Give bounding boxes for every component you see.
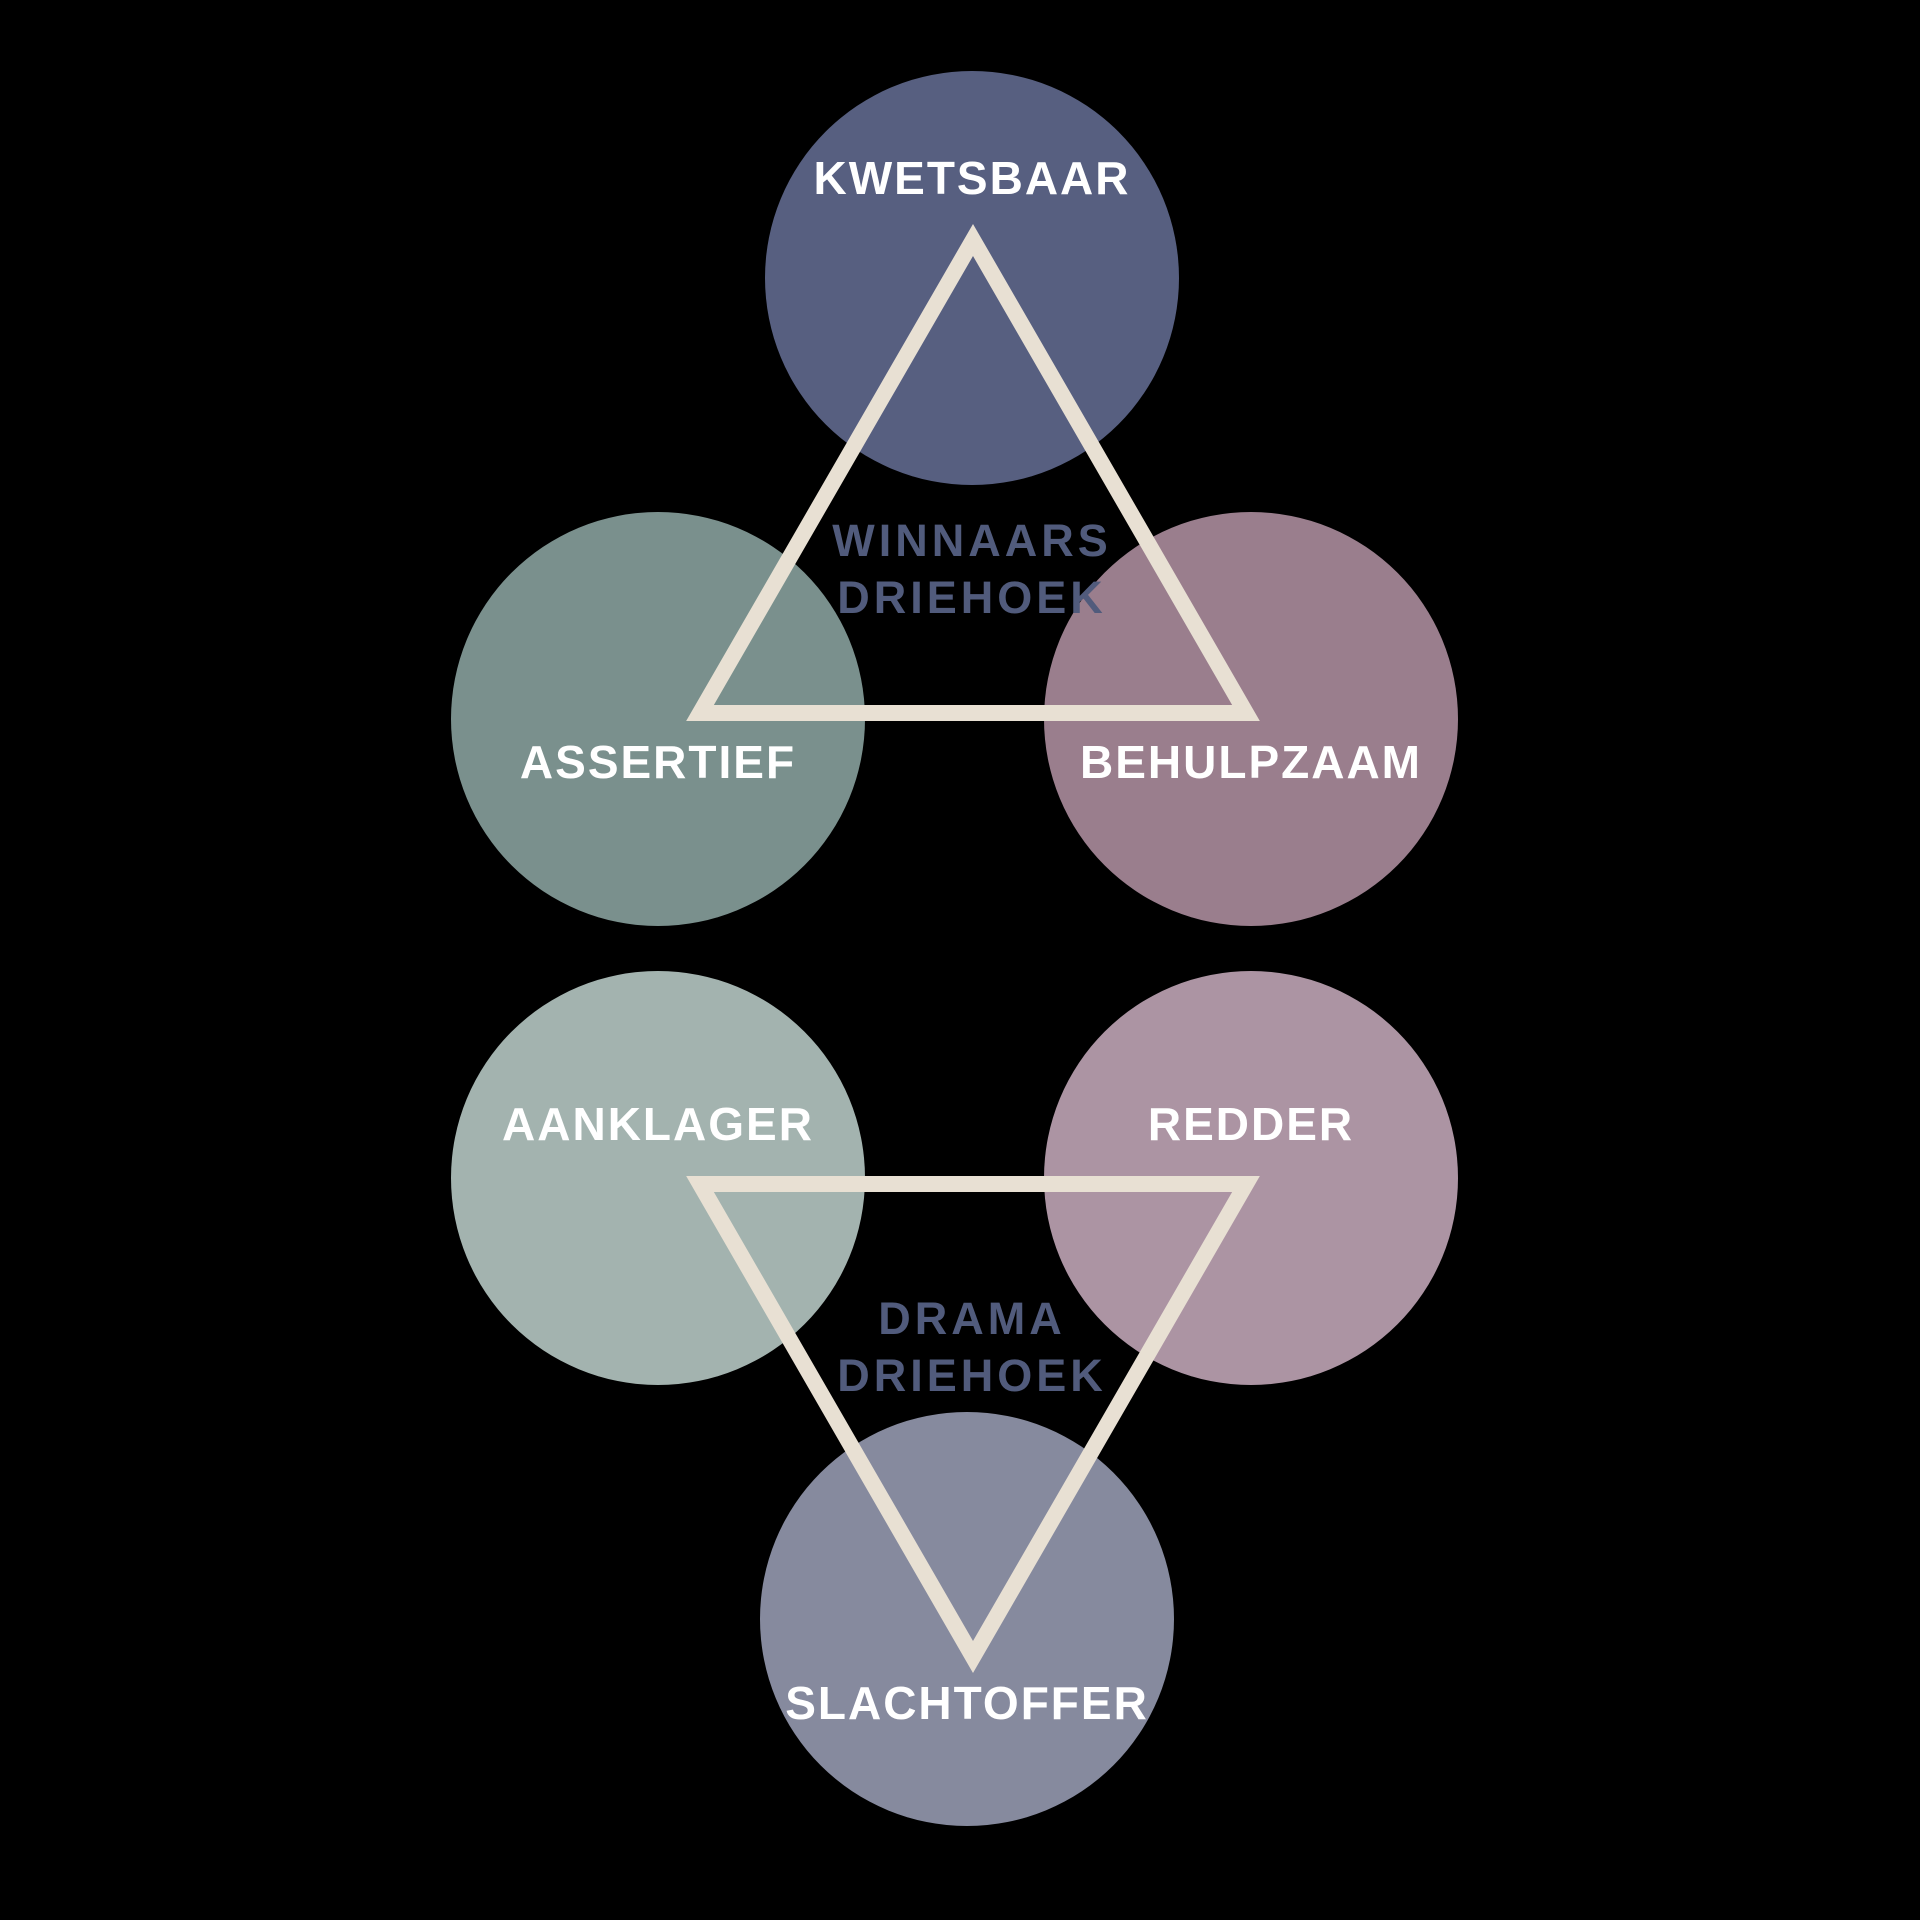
drama-caption-line2: DRIEHOEK (837, 1350, 1107, 1401)
node-kwetsbaar: KWETSBAAR (765, 71, 1179, 485)
drama-caption-line1: DRAMA (878, 1293, 1066, 1344)
node-kwetsbaar-label: KWETSBAAR (813, 152, 1131, 204)
node-assertief-label: ASSERTIEF (519, 736, 797, 788)
node-slachtoffer-label: SLACHTOFFER (785, 1677, 1149, 1729)
winnaars-caption: WINNAARS DRIEHOEK (672, 512, 1272, 626)
node-aanklager-label: AANKLAGER (502, 1098, 814, 1150)
winnaars-caption-line2: DRIEHOEK (837, 572, 1107, 623)
winnaars-caption-line1: WINNAARS (832, 515, 1112, 566)
node-slachtoffer: SLACHTOFFER (760, 1412, 1174, 1826)
drama-caption: DRAMA DRIEHOEK (672, 1290, 1272, 1404)
node-behulpzaam-label: BEHULPZAAM (1080, 736, 1422, 788)
node-redder-label: REDDER (1147, 1098, 1355, 1150)
